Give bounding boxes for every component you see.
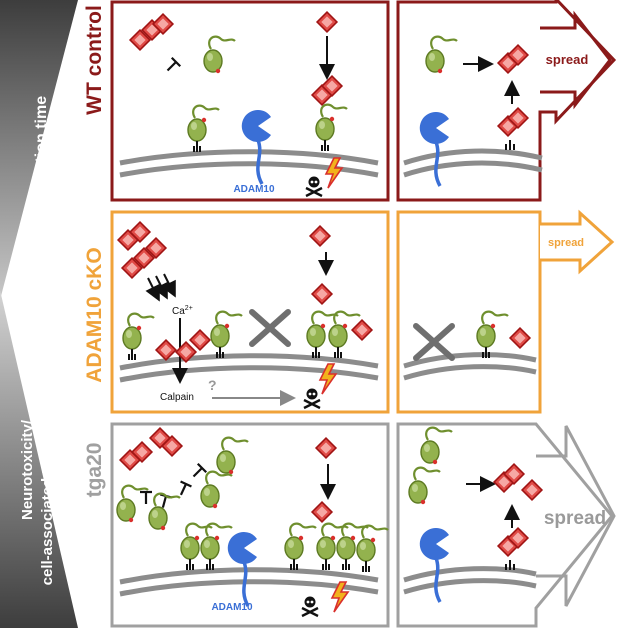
cko-calpain-label: Calpain bbox=[160, 392, 194, 403]
wt-right-membrane bbox=[403, 148, 543, 166]
wt-spread-arrow bbox=[396, 0, 617, 202]
superscript-c: C bbox=[38, 441, 49, 448]
wt-spread-label: spread bbox=[546, 52, 589, 67]
tga-membrane bbox=[119, 567, 379, 585]
tga-row: spread ADAM10 bbox=[110, 422, 616, 628]
tga-spread-label: spread bbox=[544, 508, 606, 529]
prpc-levels-label: cell-associated PrPC levels bbox=[38, 395, 56, 586]
wt-adam10-label: ADAM10 bbox=[233, 184, 275, 195]
neurotoxicity-wedge bbox=[0, 290, 78, 628]
cko-question-mark: ? bbox=[208, 377, 217, 393]
side-axis: Incubation time Neurotoxicity/ cell-asso… bbox=[0, 0, 78, 628]
incubation-time-label: Incubation time bbox=[33, 96, 50, 214]
cko-spread-label: spread bbox=[548, 237, 584, 249]
wt-spread-arrowhead bbox=[540, 10, 612, 110]
incubation-time-wedge bbox=[0, 0, 78, 300]
cko-right-panel bbox=[396, 210, 542, 414]
cko-row: spread Ca2+ Calpain ? bbox=[110, 209, 615, 414]
tga-adam10-label: ADAM10 bbox=[211, 602, 253, 613]
neurotoxicity-label: Neurotoxicity/ bbox=[19, 419, 36, 520]
row-label-wt: WT control bbox=[83, 5, 106, 115]
neurotoxicity-label-line1: Neurotoxicity/ bbox=[19, 419, 36, 520]
wt-row: spread ADAM10 bbox=[110, 0, 617, 202]
cko-calcium-label: Ca2+ bbox=[172, 305, 193, 317]
wt-membrane bbox=[119, 149, 379, 166]
cko-spread-arrow bbox=[540, 209, 615, 275]
row-label-tga: tga20 bbox=[83, 443, 106, 498]
cko-membrane bbox=[119, 353, 379, 371]
row-label-cko: ADAM10 cKO bbox=[83, 247, 106, 382]
